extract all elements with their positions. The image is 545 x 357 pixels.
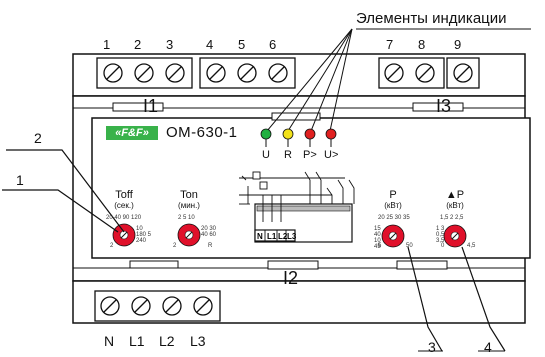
callout-lines-left (2, 149, 506, 352)
terminal-number: 6 (269, 37, 277, 52)
screw-9-icon (453, 63, 473, 83)
tab-i2 (267, 260, 319, 270)
screw-l2-icon (162, 296, 182, 316)
screw-l3-icon (193, 296, 213, 316)
scale-dp-max: 4,5 (467, 243, 476, 249)
knob-title-toff: Toff (115, 189, 133, 201)
callout-number-3: 3 (428, 339, 436, 355)
terminal-number: 3 (166, 37, 174, 52)
knob-unit-ton: (мин.) (178, 201, 200, 210)
knob-ton[interactable] (177, 223, 201, 247)
current-label-i1: I1 (143, 96, 159, 116)
led-u (260, 128, 272, 140)
tab-right-bottom (396, 260, 448, 270)
terminal-number: 9 (454, 37, 462, 52)
wiring-schematic (239, 171, 355, 243)
terminal-label-l1: L1 (129, 333, 145, 349)
tab-left-bottom (129, 260, 179, 269)
led-label-u-over: U> (324, 149, 339, 161)
terminal-number: 4 (206, 37, 214, 52)
tab-center-top (271, 112, 321, 121)
schematic-n: N (257, 232, 263, 241)
scale-p-right: 15 40 10 45 (374, 226, 381, 250)
led-label-u: U (262, 149, 270, 161)
led-r (282, 128, 294, 140)
knob-unit-toff: (сек.) (114, 201, 134, 210)
current-label-i3: I3 (436, 96, 452, 116)
callout-number-4: 4 (484, 339, 492, 355)
current-label-i2: I2 (283, 268, 299, 288)
led-label-p: P> (303, 149, 317, 161)
tab-i1 (112, 102, 164, 112)
knob-title-p: P (389, 189, 397, 201)
scale-dp-left: 1,5 2 2,5 (440, 215, 464, 221)
scale-ton-left: 2 5 10 (178, 215, 195, 221)
scale-dp-right: 1 3 0,5 3,5 (436, 226, 445, 244)
scale-p-min: 5 (378, 243, 382, 249)
knob-unit-p: (кВт) (384, 201, 402, 210)
terminal-number: 5 (238, 37, 246, 52)
terminal-number: 7 (386, 37, 394, 52)
terminal-label-l3: L3 (190, 333, 206, 349)
scale-toff-left: 20 40 90 120 (106, 215, 142, 221)
screw-2-icon (134, 63, 154, 83)
screw-7-icon (384, 63, 404, 83)
screw-5-icon (237, 63, 257, 83)
scale-ton-max: R (208, 243, 213, 249)
screw-n-icon (100, 296, 120, 316)
scale-ton-min: 2 (173, 243, 177, 249)
schematic-l3: L3 (287, 232, 297, 241)
knob-title-ton: Ton (180, 189, 198, 201)
knob-toff[interactable] (112, 223, 136, 247)
scale-toff-right: 10 180 5 240 (136, 226, 152, 244)
scale-p-max: 50 (406, 243, 413, 249)
terminal-label-n: N (104, 333, 115, 349)
knob-delta-p[interactable] (443, 224, 467, 248)
terminal-number: 1 (103, 37, 111, 52)
screw-8-icon (415, 63, 435, 83)
led-u-over (325, 128, 337, 140)
knob-unit-delta-p: (кВт) (446, 201, 464, 210)
schematic-l1: L1 (267, 232, 277, 241)
scale-dp-min: 0 (441, 243, 445, 249)
indicator-leader-lines (266, 28, 353, 132)
screw-3-icon (165, 63, 185, 83)
terminal-label-l2: L2 (159, 333, 175, 349)
screw-4-icon (206, 63, 226, 83)
terminal-number: 8 (418, 37, 426, 52)
scale-toff-min: 2 (110, 243, 114, 249)
terminal-number: 2 (134, 37, 142, 52)
model-name: OM-630-1 (166, 124, 238, 141)
callout-number-1: 1 (16, 172, 24, 188)
scale-ton-right: 20 30 40 60 (201, 226, 217, 238)
tab-i3 (412, 102, 464, 112)
knob-title-delta-p: ▲P (445, 189, 465, 201)
scale-p-left: 20 25 30 35 (378, 215, 410, 221)
led-label-r: R (284, 149, 292, 161)
screw-6-icon (268, 63, 288, 83)
led-p (304, 128, 316, 140)
screw-1-icon (103, 63, 123, 83)
screw-l1-icon (131, 296, 151, 316)
brand-logo: «F&F» (106, 126, 158, 140)
knob-p[interactable] (381, 224, 405, 248)
callout-title: Элементы индикации (356, 10, 507, 27)
callout-number-2: 2 (34, 130, 42, 146)
schematic-l2: L2 (278, 232, 288, 241)
